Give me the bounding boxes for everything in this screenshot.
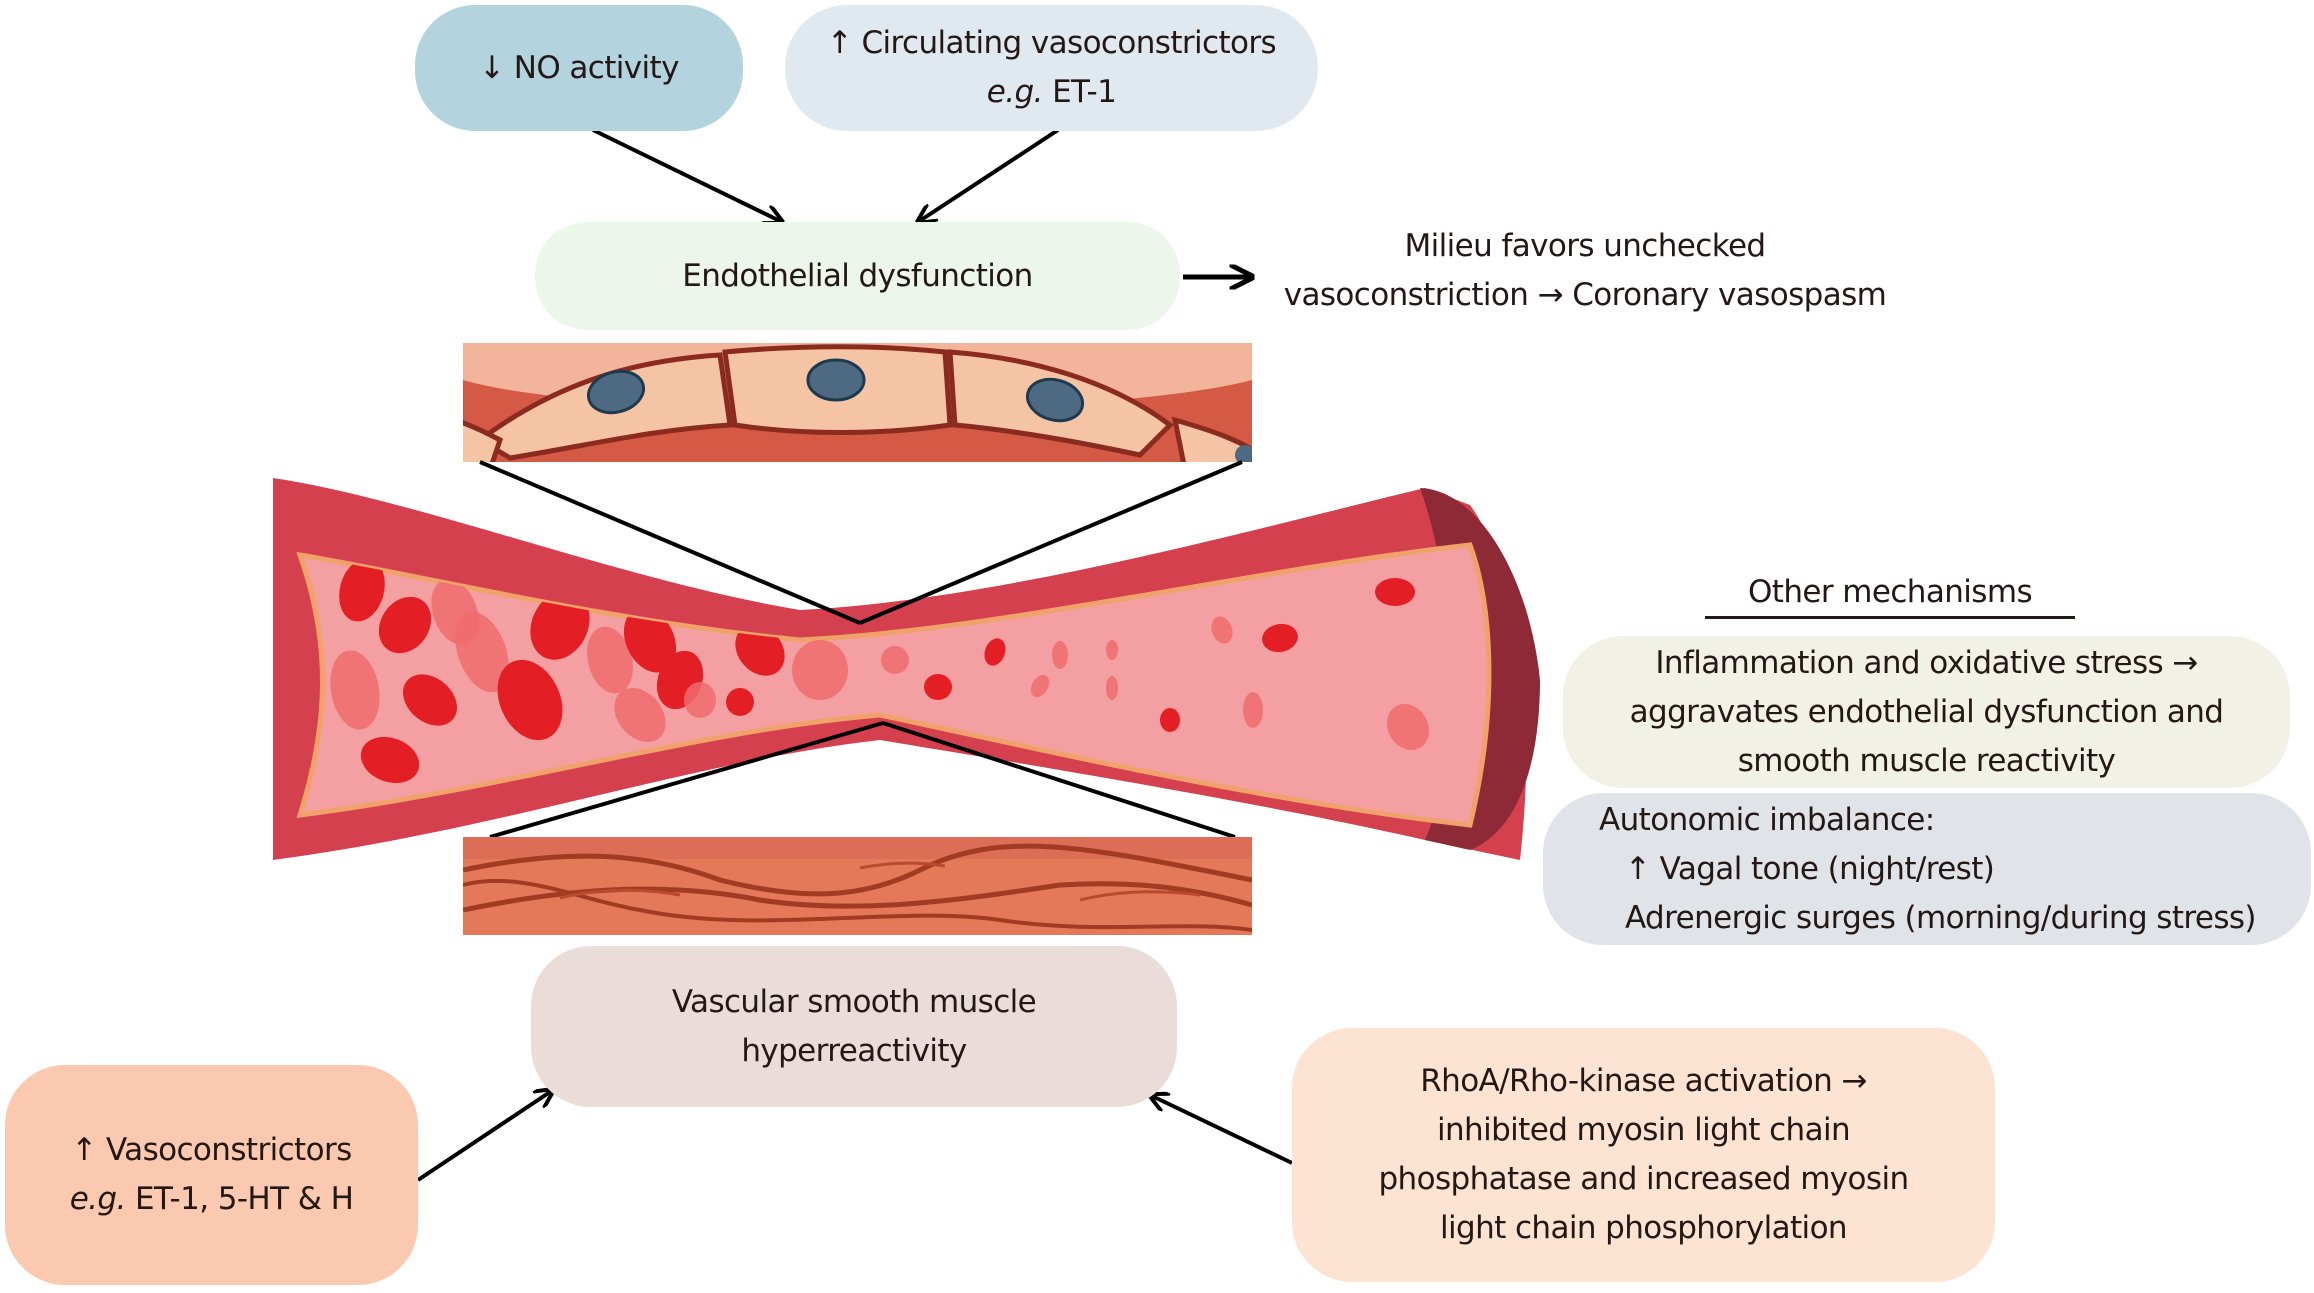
autonomic-line-3: Adrenergic surges (morning/during stress… [1625,899,2257,936]
other-mechanisms-underline [1705,616,2075,619]
vessel-lumen [296,542,1492,828]
eg-label: e.g. [986,74,1044,110]
circulating-label: Circulating vasoconstrictors [861,25,1277,61]
connector-line [479,460,861,625]
vsm-line-1: Vascular smooth muscle [671,983,1037,1020]
arrow-vasoconstrictors-to-vsm [416,1090,553,1182]
endothelial-inset [463,343,1252,462]
down-arrow-icon: ↓ [479,49,505,86]
red-blood-cell [1160,708,1180,732]
circulating-example: ET-1 [1052,74,1117,110]
rhoa-line-4: light chain phosphorylation [1440,1210,1848,1246]
red-blood-cell [360,736,420,784]
arrow-no-to-endothelial [592,128,782,222]
endothelial-dysfunction-box: Endothelial dysfunction [535,222,1180,330]
endothelial-label: Endothelial dysfunction [682,257,1033,294]
inflammation-line-1: Inflammation and oxidative stress → [1655,644,2198,681]
other-mechanisms-title: Other mechanisms [1748,574,2033,610]
red-blood-cell [497,659,563,741]
red-blood-cell [339,558,385,622]
red-blood-cell [1375,578,1415,606]
outcome-line-2: vasoconstriction → Coronary vasospasm [1283,277,1887,313]
red-blood-cell [403,674,457,726]
rhoa-line-2: inhibited myosin light chain [1436,1112,1851,1148]
up-arrow-icon: ↑ [826,25,853,61]
autonomic-imbalance-box: Autonomic imbalance: ↑ Vagal tone (night… [1543,793,2311,945]
red-blood-cell [1052,641,1068,669]
red-blood-cell [924,674,952,700]
red-blood-cell [586,626,634,694]
nucleus [586,369,646,415]
connector-line [882,721,1236,839]
red-blood-cell [1243,692,1263,728]
vasoconstrictors-box: ↑ Vasoconstrictors e.g. ET-1, 5-HT & H [5,1065,418,1285]
red-blood-cell [623,607,677,673]
vasoconstrictors-label: Vasoconstrictors [105,1132,352,1168]
nucleus [806,358,866,402]
inflammation-box: Inflammation and oxidative stress → aggr… [1563,636,2290,788]
autonomic-line-2: ↑ Vagal tone (night/rest) [1625,850,1995,887]
inflammation-line-3: smooth muscle reactivity [1737,742,2116,779]
red-blood-cell [1106,676,1118,700]
red-blood-cell [881,646,909,674]
red-blood-cell [455,611,509,693]
rhoa-box: RhoA/Rho-kinase activation → inhibited m… [1292,1028,1995,1282]
eg-label: e.g. [69,1181,127,1217]
no-activity-label: NO activity [513,49,680,86]
nucleus [1025,377,1085,423]
red-blood-cell [614,688,666,742]
red-blood-cell [378,596,432,654]
outcome-line-1: Milieu favors unchecked [1404,228,1766,264]
arrow-circulating-to-endothelial [918,128,1060,222]
red-blood-cell [726,688,754,716]
connector-line [489,721,884,839]
rhoa-line-1: RhoA/Rho-kinase activation → [1420,1063,1867,1099]
smooth-muscle-inset [463,837,1252,935]
red-blood-cell [735,624,785,676]
outcome-text: Milieu favors unchecked vasoconstriction… [1270,222,1900,320]
vessel [273,478,1540,860]
red-blood-cell [1262,623,1298,653]
red-blood-cell [1106,640,1118,660]
inflammation-line-2: aggravates endothelial dysfunction and [1629,693,2224,730]
red-blood-cell [1386,703,1430,751]
circulating-vasoconstrictors-box: ↑ Circulating vasoconstrictors e.g. ET-1 [785,5,1318,131]
red-blood-cell [1030,674,1050,698]
rhoa-line-3: phosphatase and increased myosin [1378,1161,1909,1197]
vasoconstrictors-example: ET-1, 5-HT & H [135,1181,354,1217]
autonomic-line-1: Autonomic imbalance: [1599,801,1935,838]
vascular-smooth-muscle-box: Vascular smooth muscle hyperreactivity [531,946,1177,1107]
vsm-line-2: hyperreactivity [741,1032,967,1069]
no-activity-box: ↓ NO activity [415,5,743,131]
connector-line [859,460,1243,625]
red-blood-cell [792,640,848,700]
up-arrow-icon: ↑ [71,1132,97,1168]
red-blood-cell [1211,616,1233,644]
arrow-rhoa-to-vsm [1150,1095,1293,1165]
red-blood-cell [984,638,1006,666]
red-blood-cell [330,650,380,730]
red-blood-cell [684,682,716,718]
